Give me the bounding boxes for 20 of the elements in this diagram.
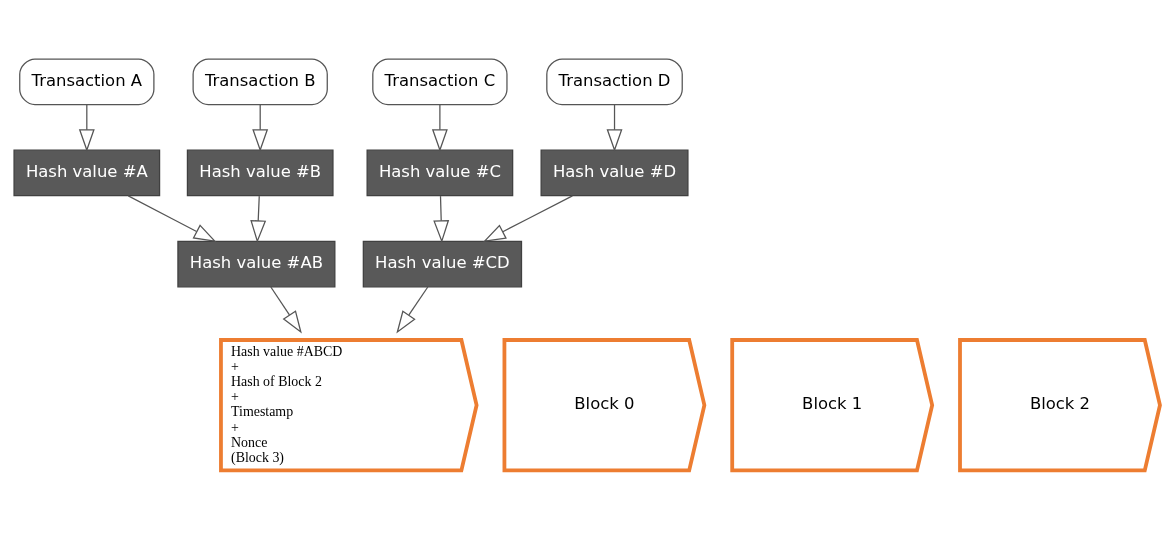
node-box: Hash value #CD: [362, 240, 523, 287]
node-box: Hash value #C: [366, 149, 514, 196]
arrow: [127, 194, 217, 242]
arrow: [433, 194, 450, 243]
arrow: [78, 103, 95, 152]
node-box: Transaction A: [19, 57, 155, 105]
node-box: Transaction B: [192, 57, 328, 105]
arrow: [606, 103, 623, 152]
node-box: Hash value #AB: [177, 240, 336, 287]
node-box: Hash value #B: [186, 149, 334, 196]
node-box: Transaction C: [372, 57, 508, 105]
arrow: [431, 103, 448, 152]
arrow: [270, 285, 302, 334]
arrow: [396, 285, 429, 334]
node-box: Transaction D: [546, 57, 683, 105]
node-box: Hash value #D: [540, 149, 689, 196]
arrow: [252, 103, 269, 152]
arrow: [483, 194, 574, 242]
node-box: Hash value #A: [13, 149, 161, 196]
arrow: [250, 194, 267, 243]
